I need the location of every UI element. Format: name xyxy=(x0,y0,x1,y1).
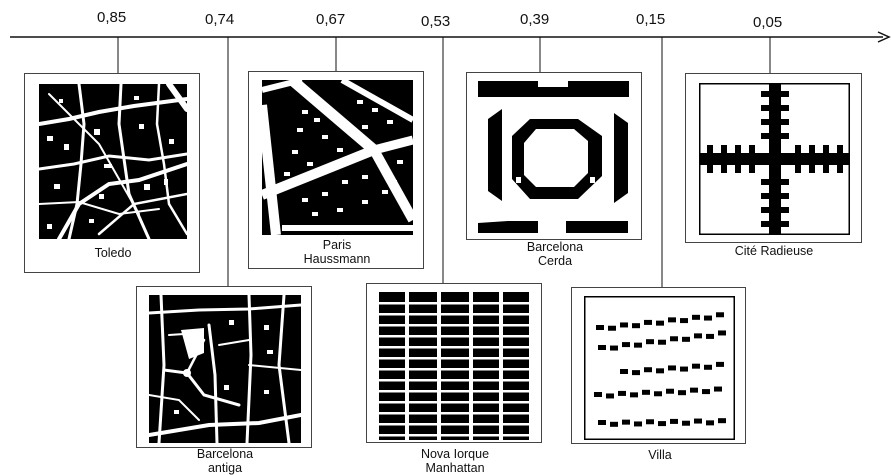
house xyxy=(718,330,726,335)
house xyxy=(692,364,700,369)
house xyxy=(690,388,698,393)
house xyxy=(670,419,678,424)
caption-antiga-line1: Barcelona xyxy=(197,447,253,461)
caption-cerda-line2: Cerda xyxy=(538,254,572,268)
street xyxy=(379,390,529,393)
caption-nova-iorque-line2: Manhattan xyxy=(425,461,484,475)
value-label-nova-iorque: 0,53 xyxy=(421,13,450,30)
house xyxy=(692,315,700,320)
map-barcelona-antiga xyxy=(149,295,301,443)
house xyxy=(704,316,712,321)
map-barcelona-cerda xyxy=(478,81,629,233)
caption-nova-iorque-line1: Nova Iorque xyxy=(421,447,489,461)
house xyxy=(668,317,676,322)
caption-antiga-line2: antiga xyxy=(208,461,242,475)
street xyxy=(379,335,529,338)
house xyxy=(654,391,662,396)
card-barcelona-antiga: Barcelona antiga xyxy=(136,286,312,448)
house xyxy=(716,362,724,367)
card-paris: Paris Haussmann xyxy=(248,71,424,269)
caption-paris-line2: Haussmann xyxy=(304,252,371,266)
house xyxy=(644,367,652,372)
house xyxy=(680,367,688,372)
caption-cite-radieuse: Cité Radieuse xyxy=(735,244,814,258)
house xyxy=(694,333,702,338)
house xyxy=(658,340,666,345)
caption-paris-line1: Paris xyxy=(323,238,351,252)
house xyxy=(598,420,606,425)
house xyxy=(618,391,626,396)
map-villa xyxy=(584,296,735,440)
house xyxy=(606,393,614,398)
street xyxy=(379,324,529,327)
house xyxy=(620,369,628,374)
house xyxy=(598,345,606,350)
house xyxy=(658,421,666,426)
house xyxy=(634,343,642,348)
street xyxy=(379,434,529,437)
value-label-barcelona-antiga: 0,74 xyxy=(205,11,234,28)
house xyxy=(702,389,710,394)
street xyxy=(379,368,529,371)
street xyxy=(379,423,529,426)
street xyxy=(379,346,529,349)
house xyxy=(714,387,722,392)
map-paris xyxy=(262,80,413,235)
street xyxy=(379,401,529,404)
street xyxy=(379,302,529,305)
house xyxy=(670,336,678,341)
house xyxy=(680,318,688,323)
house xyxy=(596,325,604,330)
house xyxy=(716,312,724,317)
house xyxy=(706,334,714,339)
house xyxy=(666,389,674,394)
house xyxy=(594,392,602,397)
house xyxy=(646,339,654,344)
card-villa: Villa xyxy=(571,287,746,444)
caption-villa: Villa xyxy=(648,448,671,462)
value-label-cite-radieuse: 0,05 xyxy=(753,14,782,31)
map-cite-radieuse xyxy=(699,83,850,235)
house xyxy=(644,320,652,325)
house xyxy=(646,419,654,424)
street xyxy=(379,379,529,382)
house xyxy=(682,421,690,426)
value-label-paris: 0,67 xyxy=(316,11,345,28)
house xyxy=(608,326,616,331)
house xyxy=(678,390,686,395)
card-toledo: Toledo xyxy=(24,73,200,273)
house xyxy=(656,321,664,326)
house xyxy=(682,337,690,342)
street xyxy=(379,357,529,360)
house xyxy=(718,418,726,423)
house xyxy=(704,365,712,370)
street xyxy=(379,313,529,316)
card-nova-iorque: Nova Iorque Manhattan xyxy=(366,283,542,443)
value-label-barcelona-cerda: 0,39 xyxy=(520,11,549,28)
card-cite-radieuse: Cité Radieuse xyxy=(685,73,862,243)
house xyxy=(622,420,630,425)
house xyxy=(642,390,650,395)
street xyxy=(379,412,529,415)
value-label-villa: 0,15 xyxy=(636,11,665,28)
house xyxy=(634,421,642,426)
house xyxy=(610,346,618,351)
house xyxy=(706,420,714,425)
house xyxy=(668,365,676,370)
house xyxy=(620,322,628,327)
house xyxy=(656,368,664,373)
house xyxy=(630,392,638,397)
caption-cerda-line1: Barcelona xyxy=(527,240,583,254)
map-toledo xyxy=(39,84,187,239)
card-barcelona-cerda: Barcelona Cerda xyxy=(466,72,642,240)
caption-toledo: Toledo xyxy=(95,246,132,260)
house xyxy=(632,370,640,375)
house xyxy=(632,323,640,328)
map-nova-iorque xyxy=(379,292,529,440)
house xyxy=(694,419,702,424)
house xyxy=(610,422,618,427)
house xyxy=(622,342,630,347)
value-label-toledo: 0,85 xyxy=(97,9,126,26)
